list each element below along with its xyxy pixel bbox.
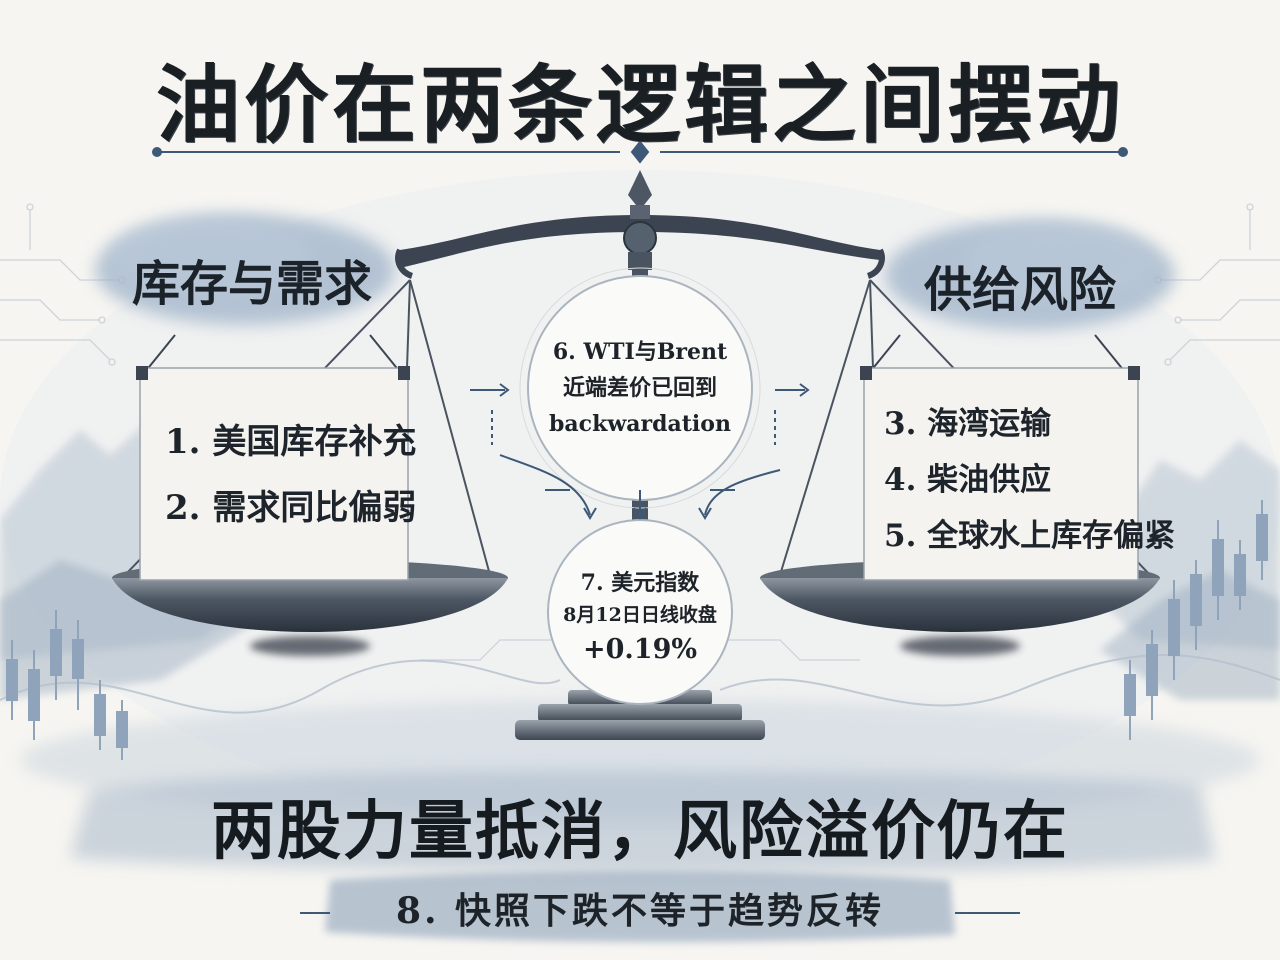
left-paper-card xyxy=(136,334,410,581)
title-divider xyxy=(152,140,1128,164)
note-line: 6. WTI与Brent xyxy=(552,339,728,365)
right-pan-items: 3. 海湾运输 4. 柴油供应 5. 全球水上库存偏紧 xyxy=(884,402,1175,570)
list-item: 5. 全球水上库存偏紧 xyxy=(884,518,1176,554)
right-paper-card xyxy=(860,334,1140,581)
list-item: 1. 美国库存补充 xyxy=(165,422,417,462)
dollar-index-date: 8月12日日线收盘 xyxy=(563,604,717,626)
note-line: 近端差价已回到 xyxy=(562,375,717,401)
list-item: 3. 海湾运输 xyxy=(884,406,1052,442)
dollar-index-label: 7. 美元指数 xyxy=(580,570,700,596)
footer-note: 8. 快照下跌不等于趋势反转 xyxy=(395,890,885,932)
scale-beam xyxy=(400,215,880,268)
candlestick-decoration-right xyxy=(1124,500,1268,740)
center-circle-bottom xyxy=(547,519,733,705)
list-item: 4. 柴油供应 xyxy=(884,462,1052,498)
dollar-index-change: +0.19% xyxy=(582,634,698,665)
note-line: backwardation xyxy=(549,411,731,437)
label-cloud-right xyxy=(885,220,1175,330)
left-pan-items: 1. 美国库存补充 2. 需求同比偏弱 xyxy=(165,420,416,552)
conclusion-text: 两股力量抵消，风险溢价仍在 xyxy=(211,794,1069,869)
label-cloud-left xyxy=(95,215,395,325)
center-bottom-note: 7. 美元指数 8月12日日线收盘 +0.19% xyxy=(545,566,735,670)
brush-banner-footer xyxy=(300,871,1020,943)
center-top-note: 6. WTI与Brent 近端差价已回到 backwardation xyxy=(530,334,750,442)
right-pan-label: 供给风险 xyxy=(924,262,1117,318)
scale-finial xyxy=(623,170,657,270)
page-title: 油价在两条逻辑之间摆动 xyxy=(155,55,1124,154)
left-pan-label: 库存与需求 xyxy=(132,256,373,312)
flow-arrows xyxy=(470,383,810,520)
candlestick-decoration-left xyxy=(6,610,128,760)
brush-banner-main xyxy=(70,770,1215,873)
list-item: 2. 需求同比偏弱 xyxy=(165,488,417,528)
